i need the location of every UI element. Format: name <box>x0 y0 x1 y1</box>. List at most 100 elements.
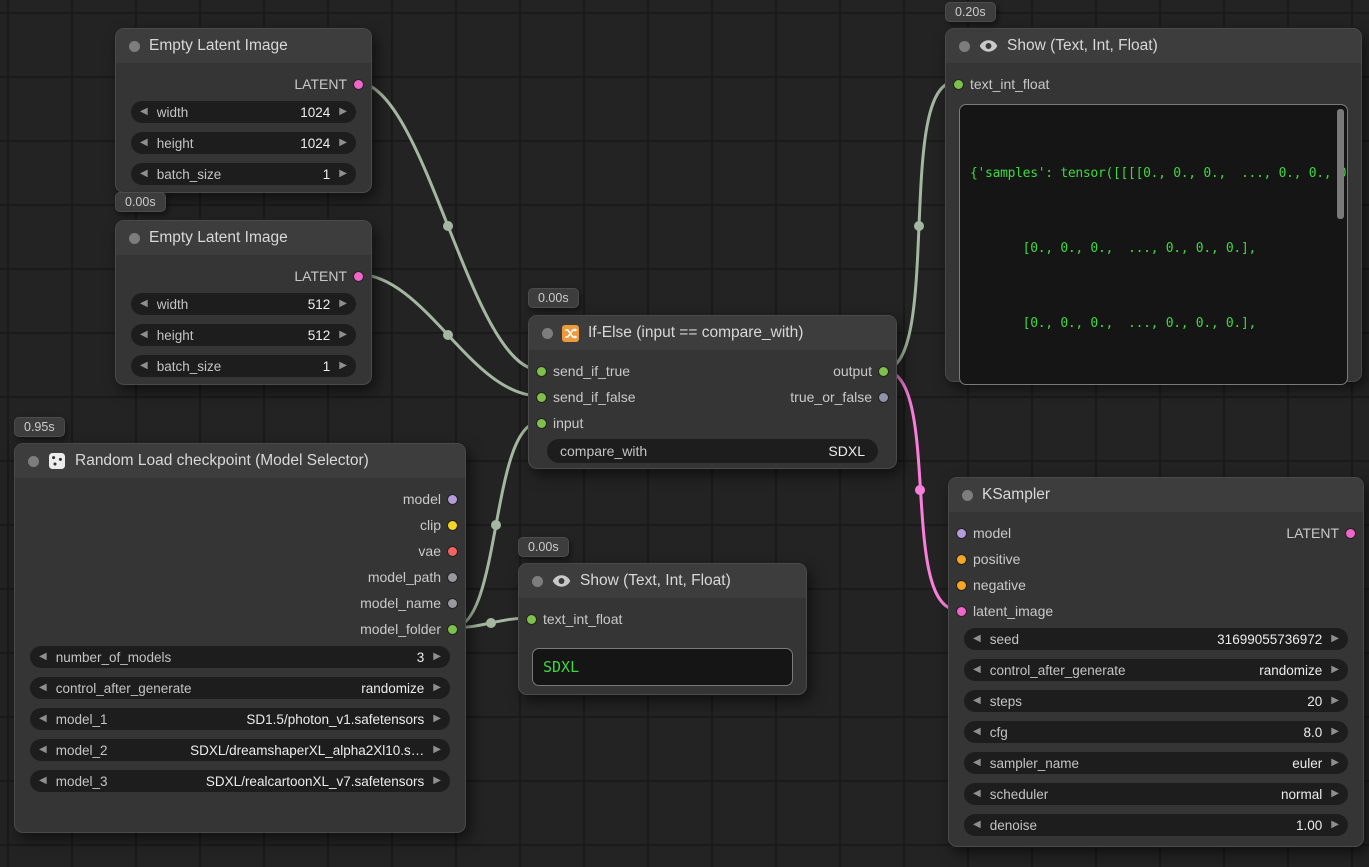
collapse-dot-icon[interactable] <box>959 40 970 52</box>
widget-height[interactable]: ◀ height 1024 ▶ <box>131 132 356 154</box>
increment-arrow-icon[interactable]: ▶ <box>433 713 441 724</box>
decrement-arrow-icon[interactable]: ◀ <box>39 744 47 755</box>
node-empty-latent-image-1[interactable]: Empty Latent Image LATENT ◀ width 1024 ▶… <box>115 28 372 193</box>
widget-model-1[interactable]: ◀ model_1 SD1.5/photon_v1.safetensors ▶ <box>30 708 450 730</box>
increment-arrow-icon[interactable]: ▶ <box>339 137 347 148</box>
input-dot[interactable] <box>957 580 966 590</box>
input-dot[interactable] <box>537 366 546 376</box>
node-show-text-top[interactable]: Show (Text, Int, Float) text_int_float {… <box>945 28 1362 385</box>
widget-model-2[interactable]: ◀ model_2 SDXL/dreamshaperXL_alpha2Xl10.… <box>30 739 450 761</box>
vae-output-dot[interactable] <box>448 546 457 556</box>
increment-arrow-icon[interactable]: ▶ <box>339 168 347 179</box>
collapse-dot-icon[interactable] <box>129 232 140 244</box>
widget-denoise[interactable]: ◀ denoise 1.00 ▶ <box>964 814 1348 836</box>
decrement-arrow-icon[interactable]: ◀ <box>973 788 981 799</box>
model-path-output-dot[interactable] <box>448 572 457 582</box>
widget-control-after-generate[interactable]: ◀ control_after_generate randomize ▶ <box>30 677 450 699</box>
node-empty-latent-image-2[interactable]: Empty Latent Image LATENT ◀ width 512 ▶ … <box>115 220 372 385</box>
model-output-dot[interactable] <box>448 494 457 504</box>
increment-arrow-icon[interactable]: ▶ <box>339 106 347 117</box>
output-dot[interactable] <box>879 366 888 376</box>
input-dot[interactable] <box>527 614 536 624</box>
node-ksampler[interactable]: KSampler model LATENT positive negative <box>948 477 1364 847</box>
increment-arrow-icon[interactable]: ▶ <box>1331 819 1339 830</box>
increment-arrow-icon[interactable]: ▶ <box>1331 664 1339 675</box>
node-random-load-checkpoint[interactable]: Random Load checkpoint (Model Selector) … <box>14 443 466 833</box>
input-dot[interactable] <box>954 79 963 89</box>
node-if-else[interactable]: If-Else (input == compare_with) send_if_… <box>528 315 897 469</box>
node-title-bar[interactable]: Random Load checkpoint (Model Selector) <box>15 444 465 478</box>
decrement-arrow-icon[interactable]: ◀ <box>973 819 981 830</box>
widget-width[interactable]: ◀ width 1024 ▶ <box>131 101 356 123</box>
decrement-arrow-icon[interactable]: ◀ <box>140 168 148 179</box>
increment-arrow-icon[interactable]: ▶ <box>1331 788 1339 799</box>
decrement-arrow-icon[interactable]: ◀ <box>973 757 981 768</box>
increment-arrow-icon[interactable]: ▶ <box>339 329 347 340</box>
latent-output-dot[interactable] <box>354 79 363 89</box>
collapse-dot-icon[interactable] <box>962 489 973 501</box>
node-title-bar[interactable]: If-Else (input == compare_with) <box>529 316 896 350</box>
input-dot[interactable] <box>537 392 546 402</box>
increment-arrow-icon[interactable]: ▶ <box>1331 695 1339 706</box>
latent-output-dot[interactable] <box>1346 528 1355 538</box>
clip-output-dot[interactable] <box>448 520 457 530</box>
widget-compare-with[interactable]: compare_with SDXL <box>547 439 878 463</box>
input-dot[interactable] <box>957 606 966 616</box>
increment-arrow-icon[interactable]: ▶ <box>1331 726 1339 737</box>
increment-arrow-icon[interactable]: ▶ <box>339 298 347 309</box>
model-name-output-dot[interactable] <box>448 598 457 608</box>
node-title-bar[interactable]: Empty Latent Image <box>116 29 371 63</box>
decrement-arrow-icon[interactable]: ◀ <box>973 726 981 737</box>
increment-arrow-icon[interactable]: ▶ <box>339 360 347 371</box>
increment-arrow-icon[interactable]: ▶ <box>433 682 441 693</box>
node-title-bar[interactable]: Show (Text, Int, Float) <box>946 29 1361 63</box>
widget-batch-size[interactable]: ◀ batch_size 1 ▶ <box>131 355 356 377</box>
decrement-arrow-icon[interactable]: ◀ <box>140 360 148 371</box>
collapse-dot-icon[interactable] <box>28 455 39 467</box>
widget-number-of-models[interactable]: ◀ number_of_models 3 ▶ <box>30 646 450 668</box>
widget-width[interactable]: ◀ width 512 ▶ <box>131 293 356 315</box>
node-title-bar[interactable]: Show (Text, Int, Float) <box>519 564 806 598</box>
decrement-arrow-icon[interactable]: ◀ <box>39 713 47 724</box>
decrement-arrow-icon[interactable]: ◀ <box>973 664 981 675</box>
widget-steps[interactable]: ◀ steps 20 ▶ <box>964 690 1348 712</box>
decrement-arrow-icon[interactable]: ◀ <box>140 298 148 309</box>
latent-output-dot[interactable] <box>354 271 363 281</box>
widget-control-after-generate[interactable]: ◀ control_after_generate randomize ▶ <box>964 659 1348 681</box>
widget-scheduler[interactable]: ◀ scheduler normal ▶ <box>964 783 1348 805</box>
widget-height[interactable]: ◀ height 512 ▶ <box>131 324 356 346</box>
node-show-text-bottom[interactable]: Show (Text, Int, Float) text_int_float S… <box>518 563 807 695</box>
decrement-arrow-icon[interactable]: ◀ <box>39 651 47 662</box>
scrollbar-thumb[interactable] <box>1337 109 1344 219</box>
decrement-arrow-icon[interactable]: ◀ <box>140 137 148 148</box>
increment-arrow-icon[interactable]: ▶ <box>433 744 441 755</box>
decrement-arrow-icon[interactable]: ◀ <box>140 329 148 340</box>
decrement-arrow-icon[interactable]: ◀ <box>39 682 47 693</box>
node-title-bar[interactable]: KSampler <box>949 478 1363 512</box>
widget-cfg[interactable]: ◀ cfg 8.0 ▶ <box>964 721 1348 743</box>
output-text-display[interactable]: SDXL <box>532 648 793 686</box>
collapse-dot-icon[interactable] <box>129 40 140 52</box>
decrement-arrow-icon[interactable]: ◀ <box>39 775 47 786</box>
widget-model-3[interactable]: ◀ model_3 SDXL/realcartoonXL_v7.safetens… <box>30 770 450 792</box>
input-dot[interactable] <box>957 554 966 564</box>
decrement-arrow-icon[interactable]: ◀ <box>140 106 148 117</box>
node-title-bar[interactable]: Empty Latent Image <box>116 221 371 255</box>
widget-batch-size[interactable]: ◀ batch_size 1 ▶ <box>131 163 356 185</box>
input-dot[interactable] <box>957 528 966 538</box>
output-text-display[interactable]: {'samples': tensor([[[[0., 0., 0., ..., … <box>959 104 1348 385</box>
increment-arrow-icon[interactable]: ▶ <box>1331 757 1339 768</box>
collapse-dot-icon[interactable] <box>542 327 553 339</box>
output-dot[interactable] <box>879 392 888 402</box>
widget-sampler-name[interactable]: ◀ sampler_name euler ▶ <box>964 752 1348 774</box>
increment-arrow-icon[interactable]: ▶ <box>433 775 441 786</box>
increment-arrow-icon[interactable]: ▶ <box>1331 633 1339 644</box>
increment-arrow-icon[interactable]: ▶ <box>433 651 441 662</box>
collapse-dot-icon[interactable] <box>532 575 543 587</box>
widget-seed[interactable]: ◀ seed 31699055736972 ▶ <box>964 628 1348 650</box>
decrement-arrow-icon[interactable]: ◀ <box>973 695 981 706</box>
input-dot[interactable] <box>537 418 546 428</box>
model-folder-output-dot[interactable] <box>448 624 457 634</box>
decrement-arrow-icon[interactable]: ◀ <box>973 633 981 644</box>
